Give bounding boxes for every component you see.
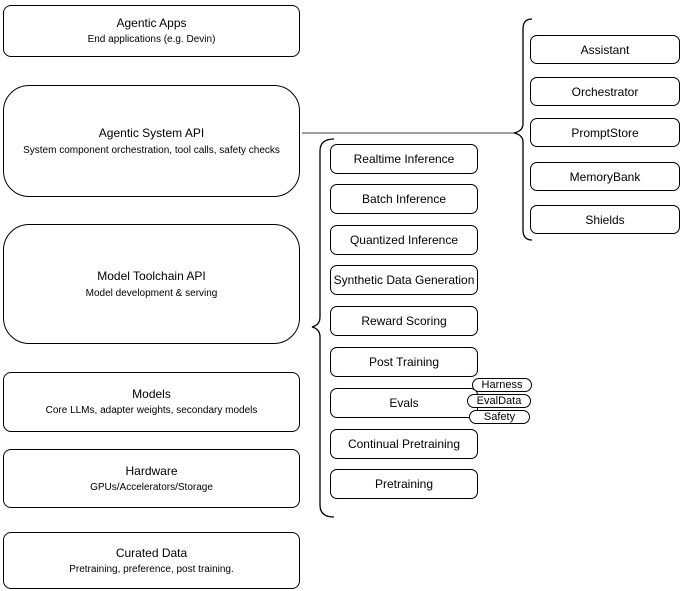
node-curated-data: Curated Data Pretraining, preference, po… [3,532,300,589]
tag-harness: Harness [472,378,532,392]
node-evals: Evals [330,388,478,418]
node-label: MemoryBank [569,169,641,184]
node-title: Agentic Apps [116,16,187,30]
node-subtitle: GPUs/Accelerators/Storage [90,481,213,493]
tag-label: Safety [483,410,516,423]
node-pretraining: Pretraining [330,469,478,499]
node-agentic-system-api: Agentic System API System component orch… [3,85,300,197]
node-model-toolchain-api: Model Toolchain API Model development & … [3,224,300,344]
node-label: Shields [585,212,625,227]
node-label: Orchestrator [571,84,639,99]
tag-evaldata: EvalData [467,394,531,408]
node-title: Curated Data [115,545,188,560]
node-models: Models Core LLMs, adapter weights, secon… [3,372,300,432]
node-agentic-apps: Agentic Apps End applications (e.g. Devi… [3,5,300,57]
node-subtitle: End applications (e.g. Devin) [87,34,216,45]
node-synthetic-data-generation: Synthetic Data Generation [330,265,478,295]
node-assistant: Assistant [530,35,680,64]
node-label: Post Training [368,355,440,369]
node-title: Hardware [125,463,178,478]
node-orchestrator: Orchestrator [530,77,680,106]
node-label: Quantized Inference [349,233,459,247]
node-realtime-inference: Realtime Inference [330,144,478,174]
node-shields: Shields [530,205,680,234]
node-promptstore: PromptStore [530,118,680,147]
node-title: Agentic System API [98,125,205,140]
node-label: Realtime Inference [353,152,455,166]
node-label: Evals [389,396,419,410]
tag-label: Harness [481,378,523,391]
node-label: Pretraining [374,477,434,491]
node-reward-scoring: Reward Scoring [330,306,478,336]
node-label: Reward Scoring [361,314,447,328]
node-label: Continual Pretraining [347,437,461,451]
node-subtitle: Pretraining, preference, post training. [69,563,234,575]
node-subtitle: System component orchestration, tool cal… [23,144,280,156]
node-label: Synthetic Data Generation [333,273,475,287]
node-memorybank: MemoryBank [530,162,680,191]
tag-label: EvalData [476,394,522,407]
node-batch-inference: Batch Inference [330,184,478,214]
node-subtitle: Core LLMs, adapter weights, secondary mo… [45,405,258,416]
node-title: Model Toolchain API [97,268,206,283]
node-label: PromptStore [571,125,639,140]
tag-safety: Safety [469,410,530,424]
node-label: Assistant [580,42,630,57]
node-title: Models [132,387,171,401]
node-quantized-inference: Quantized Inference [330,225,478,255]
node-subtitle: Model development & serving [85,287,218,299]
node-label: Batch Inference [361,192,447,206]
node-continual-pretraining: Continual Pretraining [330,429,478,459]
node-post-training: Post Training [330,347,478,377]
node-hardware: Hardware GPUs/Accelerators/Storage [3,449,300,508]
